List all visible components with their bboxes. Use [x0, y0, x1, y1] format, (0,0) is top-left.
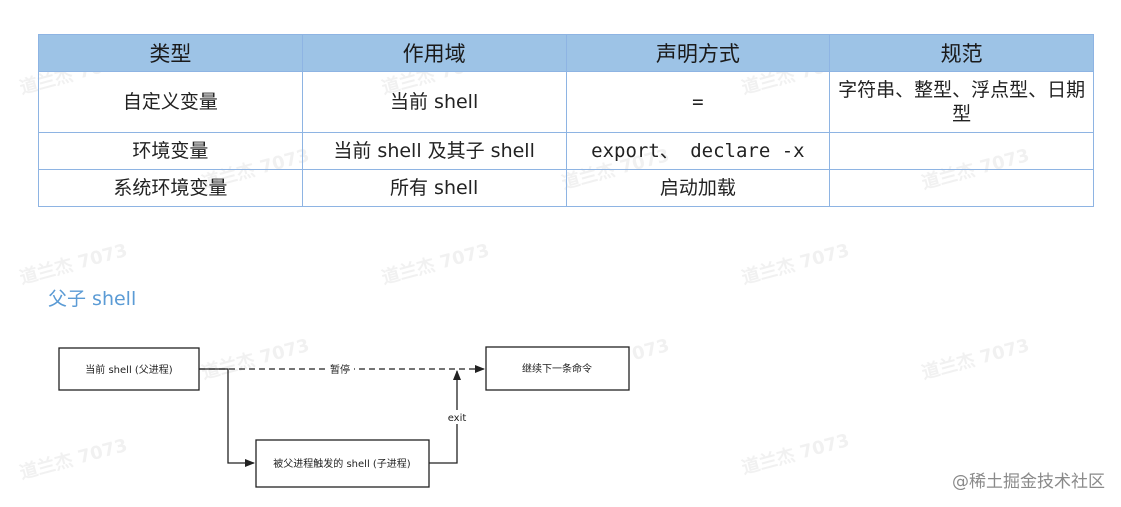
- header-spec: 规范: [829, 34, 1094, 72]
- box-current-shell: [58, 347, 200, 391]
- section-title-parent-child-shell: 父子 shell: [48, 288, 137, 310]
- watermark: 道兰杰 7073: [199, 335, 312, 384]
- cell-type: 系统环境变量: [38, 169, 303, 207]
- table-row: 环境变量 当前 shell 及其子 shell export、 declare …: [38, 132, 1094, 170]
- header-type: 类型: [38, 34, 303, 72]
- exit-label-bg: [444, 410, 470, 424]
- header-declaration: 声明方式: [565, 34, 831, 72]
- header-scope: 作用域: [301, 34, 567, 72]
- cell-scope: 当前 shell: [301, 71, 567, 133]
- exit-label: exit: [448, 413, 467, 424]
- pause-label-bg: [326, 362, 354, 376]
- box-current-shell-label: 当前 shell (父进程): [85, 363, 173, 376]
- cell-declaration: export、 declare -x: [565, 132, 831, 170]
- watermark: 道兰杰 7073: [17, 435, 130, 484]
- cell-spec: 字符串、整型、浮点型、日期型: [829, 71, 1094, 133]
- cell-spec: [829, 132, 1094, 170]
- watermark: 道兰杰 7073: [739, 430, 852, 479]
- table-row: 自定义变量 当前 shell = 字符串、整型、浮点型、日期型: [38, 71, 1094, 133]
- cell-spec: [829, 169, 1094, 207]
- watermark: 道兰杰 7073: [739, 240, 852, 289]
- cell-scope: 所有 shell: [301, 169, 567, 207]
- cell-declaration: 启动加载: [565, 169, 831, 207]
- watermark: 道兰杰 7073: [17, 240, 130, 289]
- watermark: 道兰杰 7073: [379, 240, 492, 289]
- cell-scope: 当前 shell 及其子 shell: [301, 132, 567, 170]
- brand-watermark: @稀土掘金技术社区: [952, 472, 1105, 492]
- cell-declaration: =: [565, 71, 831, 133]
- box-child-shell-label: 被父进程触发的 shell (子进程): [273, 457, 411, 470]
- pause-label: 暂停: [330, 363, 350, 376]
- box-child-shell: [255, 439, 430, 488]
- watermark: 道兰杰 7073: [919, 335, 1032, 384]
- cell-type: 自定义变量: [38, 71, 303, 133]
- table-header-row: 类型 作用域 声明方式 规范: [38, 34, 1094, 72]
- cell-type: 环境变量: [38, 132, 303, 170]
- table-row: 系统环境变量 所有 shell 启动加载: [38, 169, 1094, 207]
- watermark: 道兰杰 7073: [559, 335, 672, 384]
- exit-arrow: [429, 370, 461, 464]
- variable-types-table: 类型 作用域 声明方式 规范 自定义变量 当前 shell = 字符串、整型、浮…: [38, 34, 1094, 207]
